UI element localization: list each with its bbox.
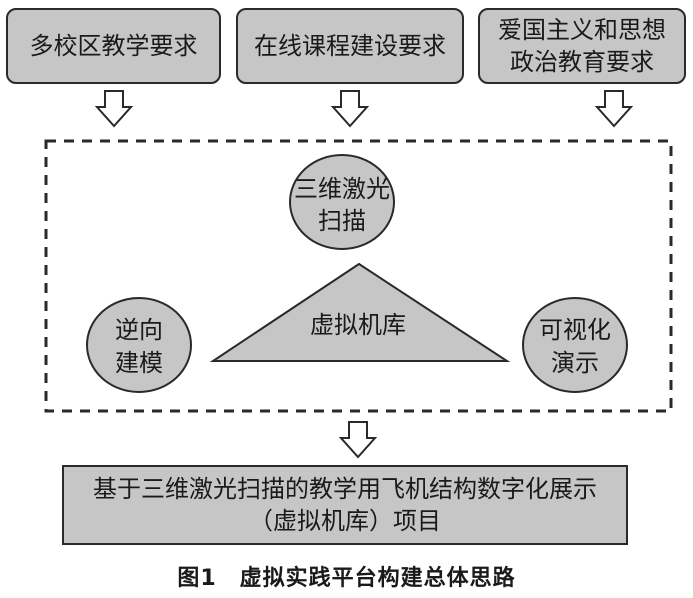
circle-visualization-line2: 演示 bbox=[551, 349, 599, 377]
project-title-line1: 基于三维激光扫描的教学用飞机结构数字化展示 bbox=[93, 475, 597, 503]
circle-laser-scan-line1: 三维激光 bbox=[294, 175, 390, 203]
requirement-label: 在线课程建设要求 bbox=[254, 32, 446, 60]
dashed-frame bbox=[44, 139, 673, 413]
requirement-box-multi-campus: 多校区教学要求 bbox=[6, 8, 221, 84]
circle-reverse-modeling-line2: 建模 bbox=[115, 349, 163, 377]
down-arrow-icon bbox=[594, 90, 634, 128]
requirement-label-line2: 政治教育要求 bbox=[510, 48, 654, 76]
requirement-box-patriotism: 爱国主义和思想 政治教育要求 bbox=[478, 8, 686, 84]
circle-visualization-line1: 可视化 bbox=[539, 316, 611, 344]
down-arrow-icon bbox=[330, 90, 370, 128]
circle-laser-scan-line2: 扫描 bbox=[318, 207, 366, 235]
circle-reverse-modeling bbox=[86, 297, 192, 393]
project-title-line2: （虚拟机库）项目 bbox=[249, 507, 441, 535]
circle-reverse-modeling-line1: 逆向 bbox=[115, 316, 163, 344]
figure-caption: 图1 虚拟实践平台构建总体思路 bbox=[177, 566, 516, 591]
requirement-label: 多校区教学要求 bbox=[29, 32, 198, 60]
requirement-label-line1: 爱国主义和思想 bbox=[498, 16, 666, 44]
triangle-label: 虚拟机库 bbox=[310, 311, 406, 339]
circle-laser-scan bbox=[289, 154, 395, 250]
down-arrow-icon bbox=[94, 90, 134, 128]
requirement-box-online-course: 在线课程建设要求 bbox=[236, 8, 464, 84]
circle-visualization bbox=[522, 297, 628, 393]
down-arrow-icon bbox=[338, 421, 378, 459]
project-box: 基于三维激光扫描的教学用飞机结构数字化展示 （虚拟机库）项目 bbox=[62, 465, 628, 545]
virtual-hangar-triangle bbox=[209, 262, 511, 362]
